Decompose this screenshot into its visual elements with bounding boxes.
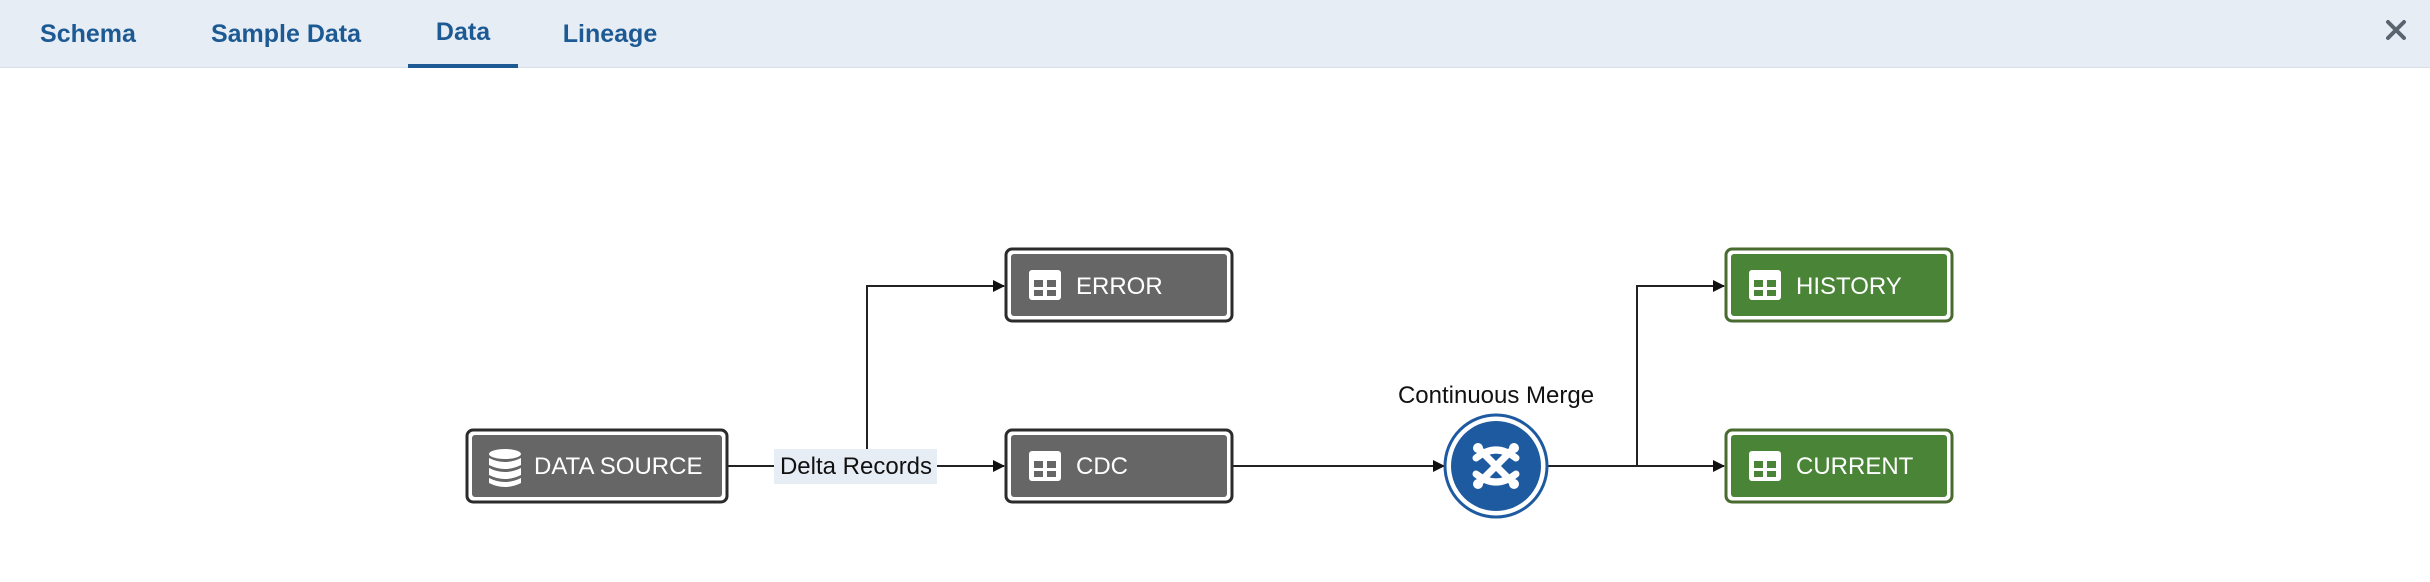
tab-schema[interactable]: Schema	[40, 19, 136, 48]
merge-icon	[1472, 443, 1520, 489]
close-icon	[2386, 20, 2406, 40]
node-data-source[interactable]: DATA SOURCE	[465, 428, 729, 504]
node-continuous-merge[interactable]: Continuous Merge	[1398, 382, 1594, 519]
tab-sample-data[interactable]: Sample Data	[210, 19, 362, 48]
node-error[interactable]: ERROR	[1004, 247, 1234, 323]
node-current-label: CURRENT	[1796, 453, 1914, 480]
tab-data[interactable]: Data	[408, 0, 518, 68]
node-cdc[interactable]: CDC	[1004, 428, 1234, 504]
database-icon	[489, 449, 521, 487]
node-data-source-label: DATA SOURCE	[534, 453, 702, 480]
node-error-label: ERROR	[1076, 273, 1163, 300]
node-merge-label: Continuous Merge	[1398, 382, 1594, 409]
node-cdc-label: CDC	[1076, 453, 1128, 480]
node-current[interactable]: CURRENT	[1724, 428, 1954, 504]
table-icon	[1749, 451, 1781, 481]
tab-bar: Schema Sample Data Data Lineage	[0, 0, 2430, 68]
edge-merge-to-history	[1636, 280, 1725, 466]
edge-label-delta-records: Delta Records	[774, 449, 937, 484]
node-history-label: HISTORY	[1796, 273, 1902, 300]
edge-label-text: Delta Records	[780, 453, 932, 480]
tab-lineage[interactable]: Lineage	[562, 19, 658, 48]
node-history[interactable]: HISTORY	[1724, 247, 1954, 323]
table-icon	[1029, 270, 1061, 300]
close-button[interactable]	[2376, 10, 2416, 50]
edge-source-to-error	[866, 280, 1005, 466]
lineage-diagram: Delta Records DATA SOURCE ERROR	[465, 247, 1954, 519]
table-icon	[1029, 451, 1061, 481]
table-icon	[1749, 270, 1781, 300]
